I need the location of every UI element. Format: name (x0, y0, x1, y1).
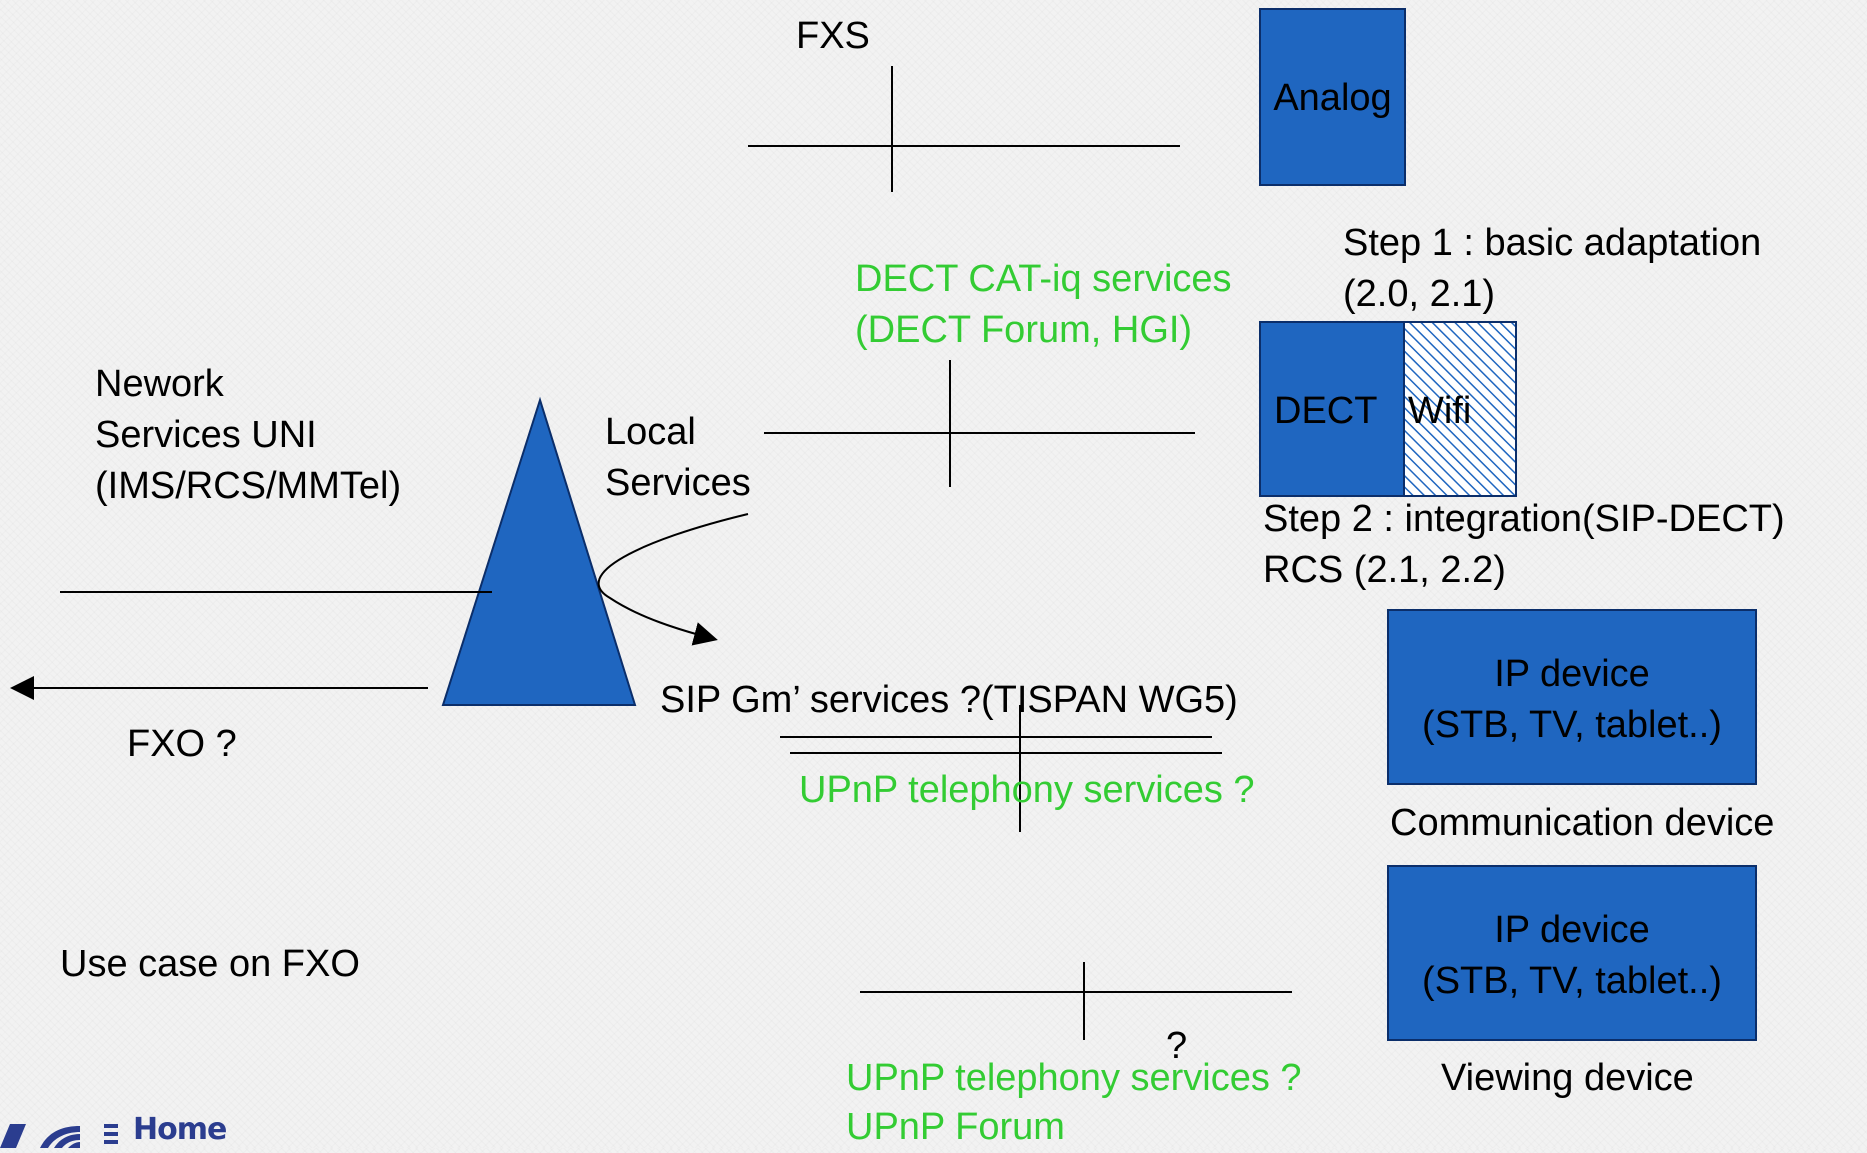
upnp-label-2-line2: UPnP Forum (846, 1106, 1065, 1148)
question-label: ? (1166, 1025, 1188, 1067)
dect-catiq-label-line1: DECT CAT-iq services (855, 258, 1232, 300)
ip-device-2-label-line2: (STB, TV, tablet..) (1422, 960, 1722, 1002)
fxo-label: FXO ? (127, 723, 237, 765)
dect-box (1259, 321, 1405, 497)
step1-label-line1: Step 1 : basic adaptation (1343, 222, 1762, 264)
local-services-label-line1: Local (605, 411, 696, 453)
step2-label-line1: Step 2 : integration(SIP-DECT) (1263, 498, 1785, 540)
ip-device-box-1 (1387, 609, 1757, 785)
local-services-arrow (597, 513, 749, 646)
dect-catiq-label-line2: (DECT Forum, HGI) (855, 309, 1193, 351)
communication-device-label: Communication device (1390, 802, 1775, 844)
viewing-device-label: Viewing device (1441, 1057, 1694, 1099)
ip-device-1-label-line1: IP device (1494, 653, 1650, 695)
nework-label-line1: Nework (95, 363, 224, 405)
upnp-label-2-line1: UPnP telephony services ? (846, 1057, 1302, 1099)
step1-label-line2: (2.0, 2.1) (1343, 273, 1496, 315)
home-gateway-logo-icon (0, 1124, 118, 1148)
dect-label: DECT (1274, 390, 1378, 432)
analog-box (1259, 8, 1406, 186)
ip-device-2-label-line1: IP device (1494, 909, 1650, 951)
ip-device-1-label-line2: (STB, TV, tablet..) (1422, 704, 1722, 746)
upnp-label-1: UPnP telephony services ? (799, 769, 1255, 811)
sip-gm-label: SIP Gm’ services ?(TISPAN WG5) (660, 679, 1238, 721)
use-case-fxo-label: Use case on FXO (60, 943, 360, 985)
nework-label-line2: Services UNI (95, 414, 317, 456)
fxs-label: FXS (796, 15, 870, 57)
local-services-label-line2: Services (605, 462, 751, 504)
logo-text: Home (133, 1112, 227, 1147)
wifi-label: Wifi (1408, 390, 1472, 432)
analog-label: Analog (1273, 77, 1392, 119)
ip-device-box-2 (1387, 865, 1757, 1041)
gateway-triangle (441, 396, 637, 706)
wifi-box (1403, 321, 1517, 497)
nework-label-line3: (IMS/RCS/MMTel) (95, 465, 402, 507)
step2-label-line2: RCS (2.1, 2.2) (1263, 549, 1506, 591)
